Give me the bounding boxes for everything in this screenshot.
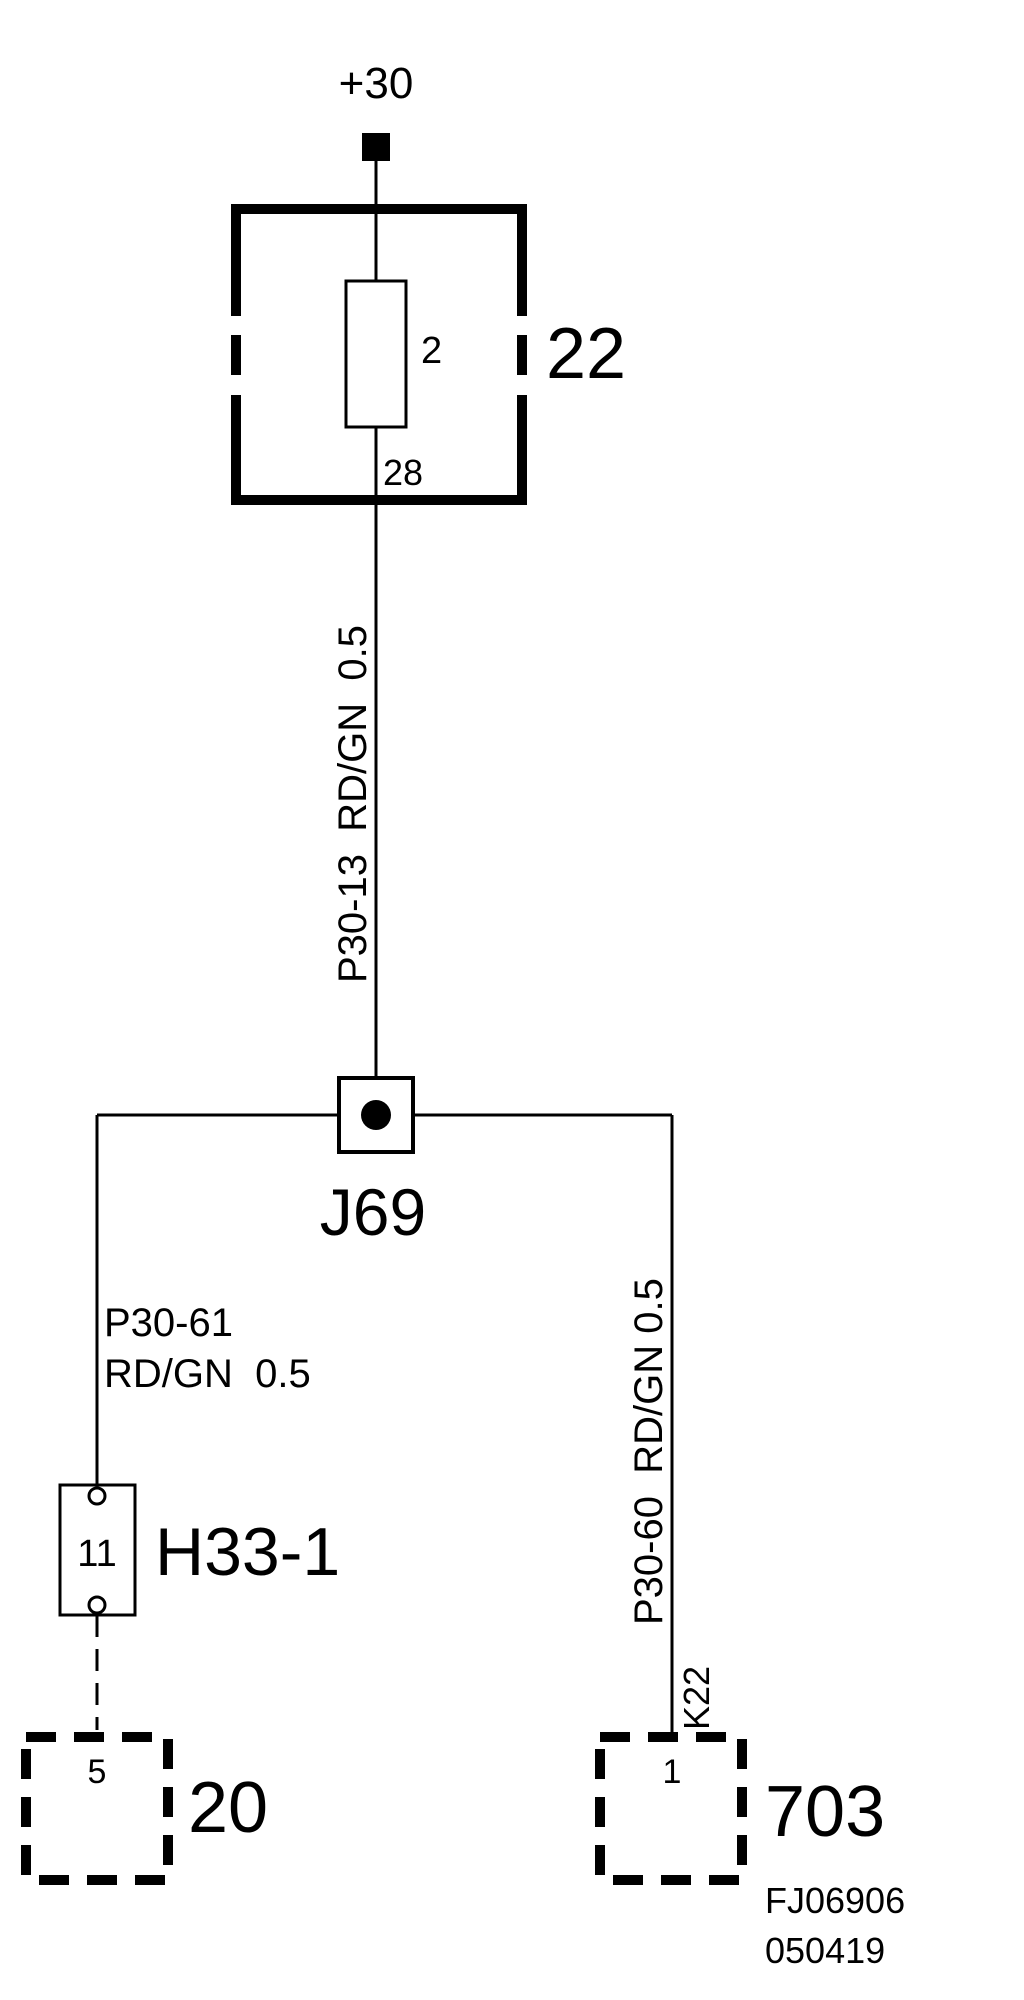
component-20-pin: 5 <box>88 1753 107 1791</box>
wire-p30-60-label: P30-60 RD/GN 0.5 <box>627 1278 671 1625</box>
splice-dot <box>361 1100 391 1130</box>
drawing-code: FJ06906 <box>765 1880 905 1921</box>
connector-h33-1 <box>58 1483 137 1617</box>
component-703-pin: 1 <box>663 1753 682 1791</box>
fuse-number: 2 <box>421 330 442 372</box>
connector-h33-1-id: H33-1 <box>155 1514 340 1590</box>
component-20-box <box>21 1732 173 1885</box>
connector-h33-1-pin-bottom <box>87 1595 107 1615</box>
connector-h33-1-pin: 11 <box>77 1533 116 1575</box>
component-703-box <box>595 1732 747 1885</box>
supply-label: +30 <box>339 59 414 108</box>
splice-id: J69 <box>320 1175 426 1249</box>
connector-h33-1-pin-top <box>87 1486 107 1506</box>
fuse-box-id: 22 <box>546 314 626 394</box>
drawing-date: 050419 <box>765 1930 885 1971</box>
connector-k22-label: K22 <box>676 1666 717 1730</box>
fuse-box-22 <box>231 204 527 505</box>
wire-p30-13-label: P30-13 RD/GN 0.5 <box>331 625 375 983</box>
wire-p30-61-label-1: P30-61 <box>104 1301 233 1345</box>
fuse-box-pin: 28 <box>383 452 423 493</box>
fuse-symbol <box>344 279 408 429</box>
component-703-id: 703 <box>765 1772 885 1852</box>
wire-p30-61-label-2: RD/GN 0.5 <box>104 1352 311 1396</box>
component-20-id: 20 <box>188 1768 268 1848</box>
